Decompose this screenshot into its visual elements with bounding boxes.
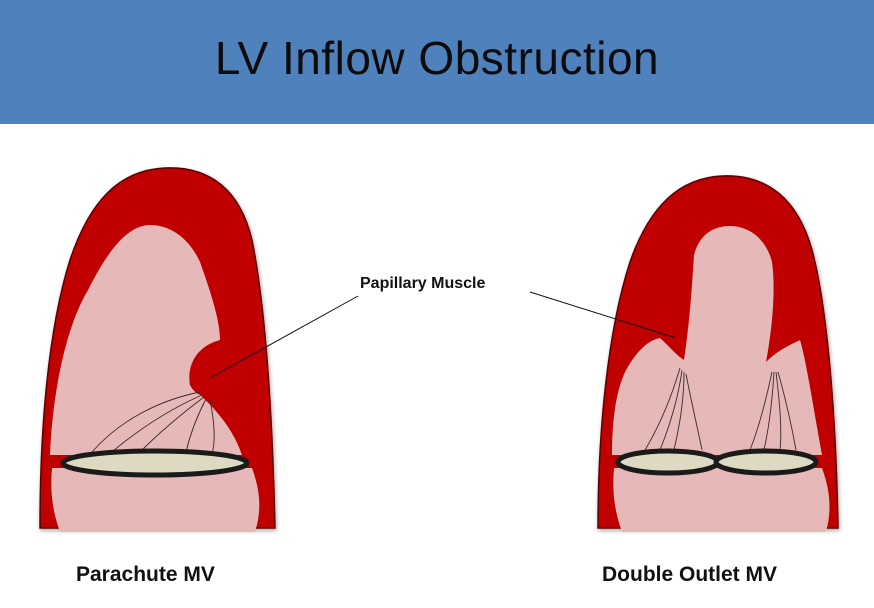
right-mitral-valve-orifice-1 (615, 448, 721, 476)
heart-diagram (39, 167, 839, 532)
leader-line-right (529, 291, 677, 339)
caption-double-outlet-mv: Double Outlet MV (602, 563, 777, 586)
title-bar: LV Inflow Obstruction (0, 0, 874, 124)
leader-lines (209, 291, 677, 379)
leader-line-left (209, 295, 359, 379)
papillary-muscle-label: Papillary Muscle (360, 275, 486, 292)
left-mitral-valve (60, 448, 250, 478)
right-ventricle-cavity (612, 226, 822, 455)
right-mitral-valve-orifice-2 (713, 448, 819, 476)
left-chordae (91, 391, 215, 455)
caption-parachute-mv: Parachute MV (76, 563, 215, 586)
right-atrium-cavity (613, 468, 830, 532)
parachute-mv-heart (39, 167, 276, 532)
slide-title: LV Inflow Obstruction (214, 32, 660, 84)
left-ventricle-cavity (50, 225, 242, 455)
double-outlet-mv-heart (597, 175, 839, 532)
right-chordae (644, 367, 797, 451)
left-atrium-cavity (51, 468, 260, 532)
left-papillary-muscle (189, 340, 229, 397)
